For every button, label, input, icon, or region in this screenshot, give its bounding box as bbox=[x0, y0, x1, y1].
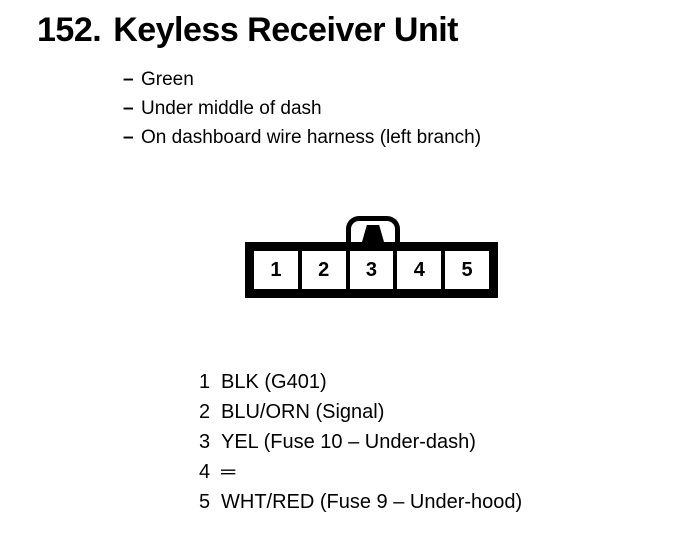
legend-pin-description: ═ bbox=[221, 461, 236, 483]
connector-diagram: 1 2 3 4 5 bbox=[245, 216, 498, 298]
page-title-text: Keyless Receiver Unit bbox=[113, 11, 458, 49]
connector-pin-cavity: 2 bbox=[301, 251, 346, 289]
legend-row: 5 WHT/RED (Fuse 9 – Under-hood) bbox=[199, 487, 522, 517]
note-dash-icon: – bbox=[123, 69, 134, 90]
legend-row: 3 YEL (Fuse 10 – Under-dash) bbox=[199, 427, 522, 457]
legend-row: 1 BLK (G401) bbox=[199, 367, 522, 397]
legend-row: 4═ bbox=[199, 457, 522, 487]
pin-legend: 1 BLK (G401) 2 BLU/ORN (Signal) 3 YEL (Fuse… bbox=[199, 367, 522, 517]
page-title: 152. Keyless Receiver Unit bbox=[37, 13, 458, 47]
legend-pin-description: WHT/RED (Fuse 9 – Under-hood) bbox=[221, 491, 523, 513]
note-item-label: Under middle of dash bbox=[141, 98, 322, 119]
legend-pin-number: 4 bbox=[199, 461, 211, 483]
note-item: –Green bbox=[123, 65, 481, 94]
legend-pin-description: YEL (Fuse 10 – Under-dash) bbox=[221, 431, 476, 453]
connector-body: 1 2 3 4 5 bbox=[245, 242, 498, 298]
note-item: –On dashboard wire harness (left branch) bbox=[123, 123, 481, 152]
legend-pin-number: 5 bbox=[199, 491, 211, 513]
legend-row: 2 BLU/ORN (Signal) bbox=[199, 397, 522, 427]
page-title-number: 152. bbox=[37, 11, 102, 49]
connector-pin-cavity: 3 bbox=[349, 251, 394, 289]
legend-pin-description: BLK (G401) bbox=[221, 371, 327, 393]
legend-pin-number: 1 bbox=[199, 371, 211, 393]
legend-pin-number: 2 bbox=[199, 401, 211, 423]
connector-pin-cavity: 4 bbox=[397, 251, 442, 289]
note-item-label: On dashboard wire harness (left branch) bbox=[141, 127, 482, 148]
connector-pin-cavity: 1 bbox=[254, 251, 298, 289]
notes-list: –Green –Under middle of dash –On dashboa… bbox=[123, 65, 481, 152]
legend-pin-number: 3 bbox=[199, 431, 211, 453]
note-dash-icon: – bbox=[123, 127, 134, 148]
note-item: –Under middle of dash bbox=[123, 94, 481, 123]
locking-tab-notch-icon bbox=[362, 225, 384, 242]
connector-locking-tab bbox=[245, 216, 498, 242]
legend-pin-description: BLU/ORN (Signal) bbox=[221, 401, 385, 423]
connector-pin-cavity: 5 bbox=[445, 251, 489, 289]
note-item-label: Green bbox=[141, 69, 194, 90]
note-dash-icon: – bbox=[123, 98, 134, 119]
